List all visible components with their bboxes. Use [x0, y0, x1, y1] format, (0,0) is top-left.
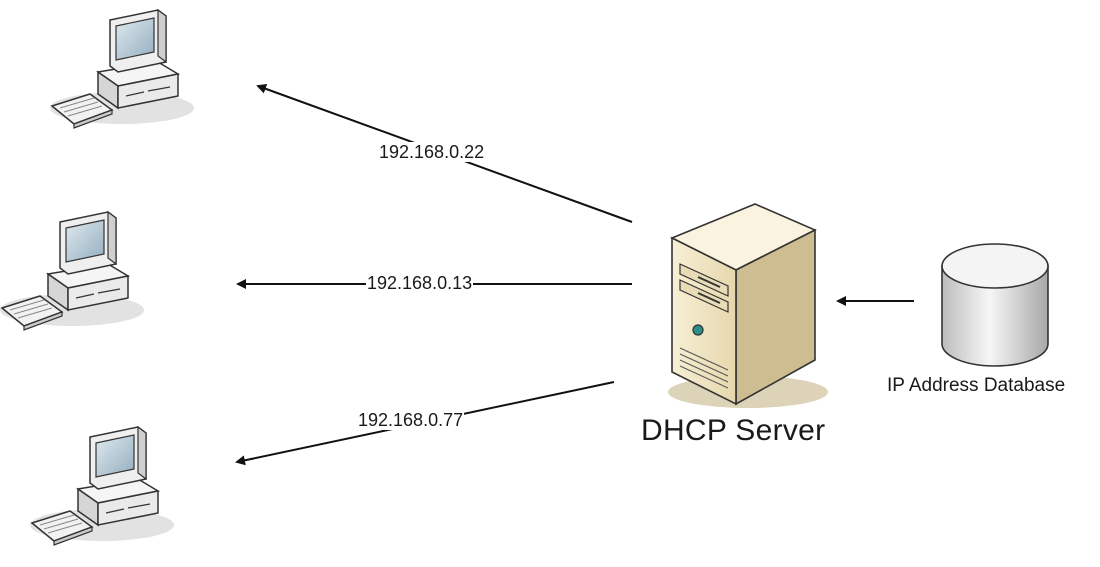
ip-label-client-2: 192.168.0.13 [366, 273, 474, 293]
server-label: DHCP Server [641, 414, 826, 447]
client-computer-1 [49, 9, 195, 129]
client-computer-3 [29, 426, 175, 546]
client-computer-2 [0, 211, 145, 331]
desktop-computer-icon [49, 9, 195, 129]
database-cylinder-icon [941, 243, 1049, 367]
ip-label-client-1: 192.168.0.22 [378, 142, 486, 162]
ip-label-client-3: 192.168.0.77 [357, 410, 465, 430]
desktop-computer-icon [29, 426, 175, 546]
desktop-computer-icon [0, 211, 145, 331]
database-label: IP Address Database [887, 375, 1066, 396]
server-tower-icon [668, 203, 828, 408]
